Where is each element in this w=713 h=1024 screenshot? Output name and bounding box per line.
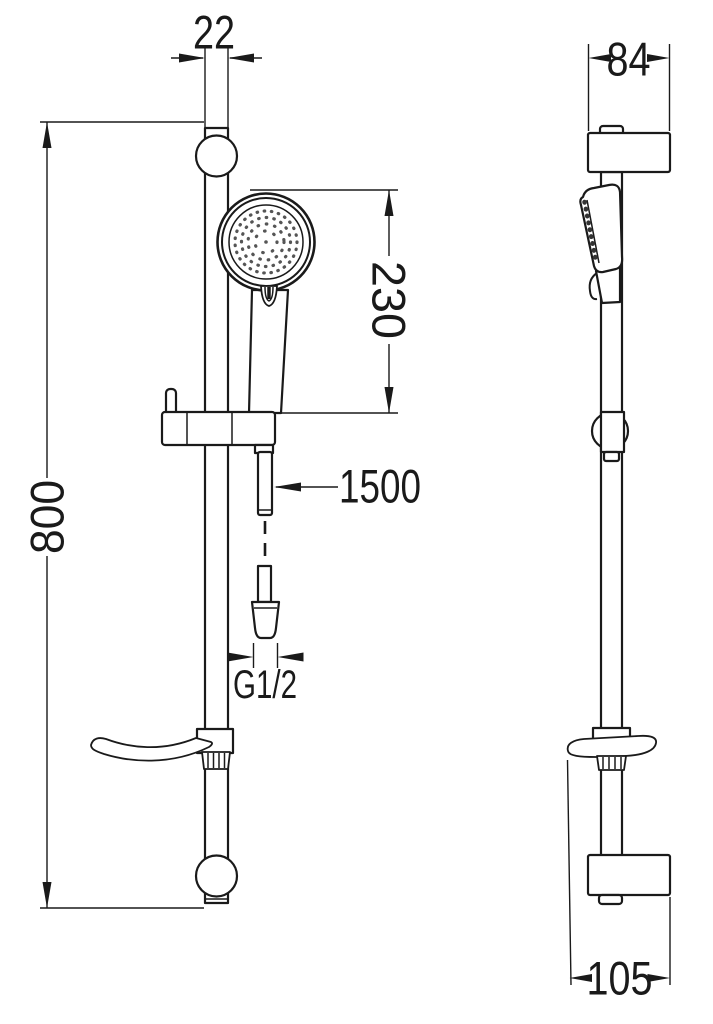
dim-holder-depth: 105 (566, 759, 671, 1005)
upper-wall-mount (194, 134, 239, 178)
nozzle-dots (233, 209, 299, 275)
dim-hose-length: 1500 (274, 460, 421, 513)
handshower-handle (247, 288, 290, 415)
dim-label-bar-length: 800 (21, 480, 74, 554)
lower-wall-mount (194, 854, 239, 898)
side-soap-dish (566, 726, 657, 771)
head-outlet-hook (260, 285, 278, 307)
dim-label-hose-length: 1500 (339, 460, 421, 513)
lower-wall-bracket (586, 853, 672, 906)
dim-rail-width: 22 (171, 6, 262, 127)
side-face-dots (582, 199, 599, 264)
side-outlet-hook (588, 272, 598, 301)
shower-hose (253, 443, 275, 558)
soap-dish (90, 727, 235, 770)
soap-dish-ribs (201, 751, 231, 770)
dim-label-rail-width: 22 (193, 6, 235, 59)
dim-bar-length: 800 (21, 121, 204, 909)
slider-holder (160, 387, 277, 447)
side-handshower (579, 183, 624, 305)
side-view (566, 124, 672, 906)
dim-hose-thread: G1/2 (227, 643, 304, 707)
front-view (90, 126, 316, 905)
dim-label-handshower-length: 230 (363, 261, 416, 339)
upper-wall-bracket (586, 124, 672, 174)
slide-rail (203, 126, 230, 905)
dim-wall-bracket-width: 84 (587, 33, 671, 131)
dim-label-hose-thread: G1/2 (233, 663, 297, 707)
hose-connector (250, 564, 281, 640)
dim-handshower-length: 230 (250, 189, 416, 414)
side-slider (590, 410, 630, 463)
dim-label-holder-depth: 105 (587, 952, 653, 1005)
dim-label-wall-bracket-width: 84 (607, 33, 651, 86)
handshower-head (216, 192, 316, 307)
